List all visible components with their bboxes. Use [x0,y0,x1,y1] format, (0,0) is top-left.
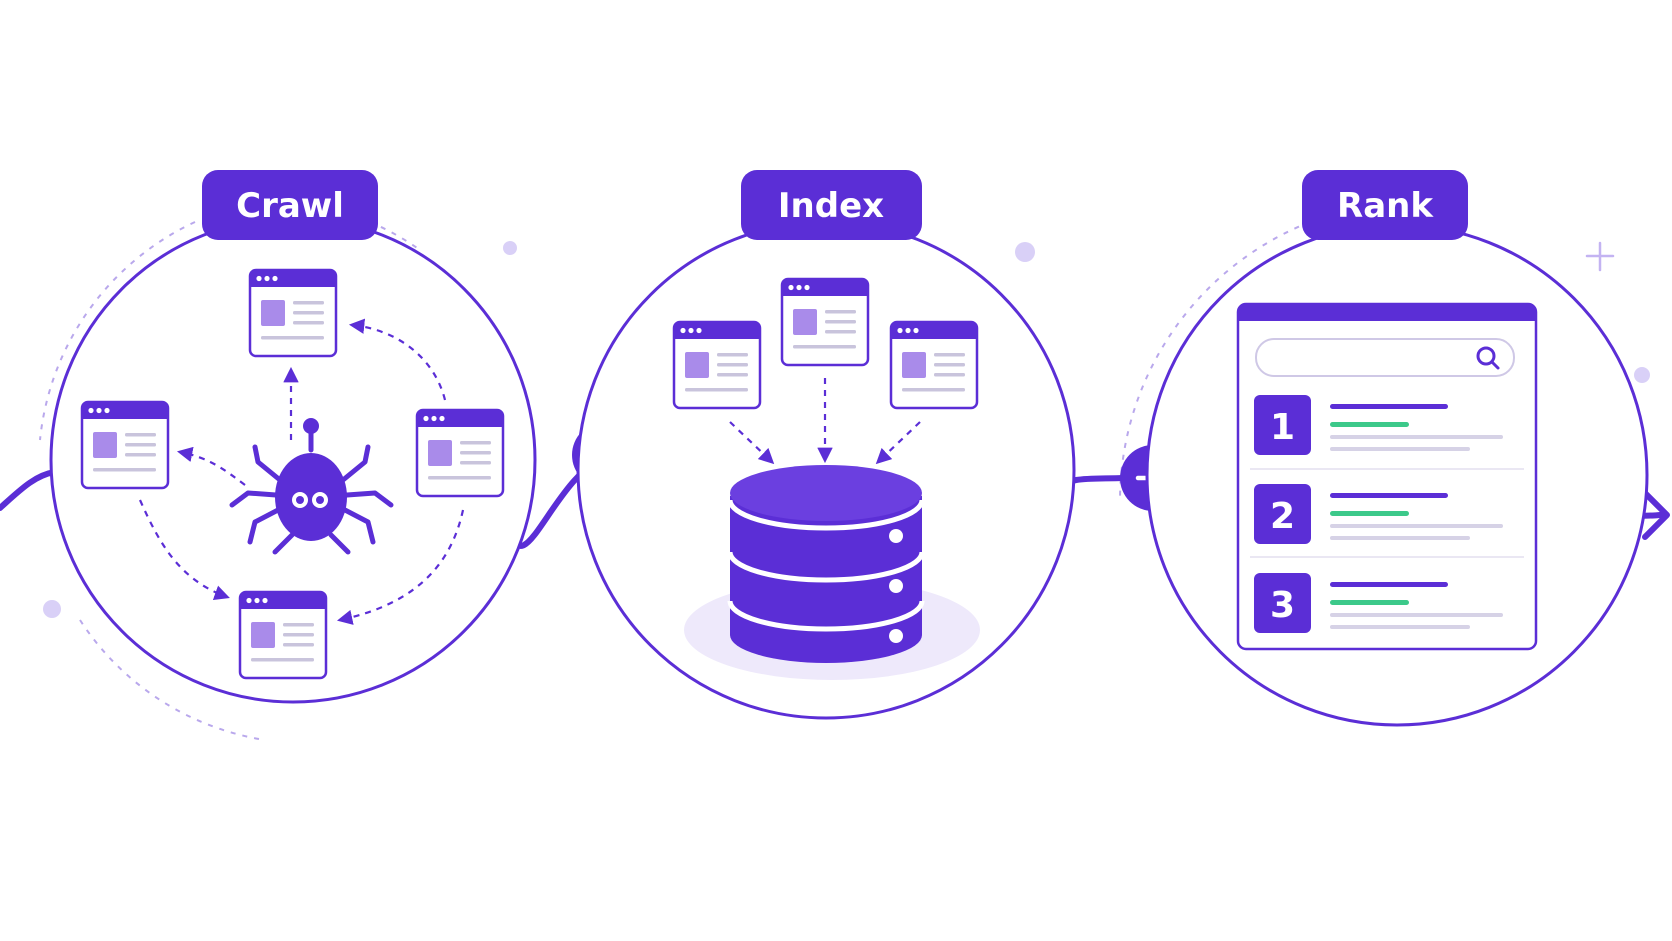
browser-window-icon [780,277,870,367]
stage-crawl: Crawl [49,170,638,704]
index-tab: Index [741,170,922,240]
database-icon [684,465,980,680]
browser-window-icon [248,268,338,358]
crawl-tab: Crawl [202,170,378,240]
browser-window-icon [889,320,979,410]
browser-window-icon [672,320,762,410]
crawl-label: Crawl [236,186,344,226]
search-results-window: 1 2 3 [1236,302,1538,651]
stage-index: Index [576,170,1186,720]
rank-label: Rank [1337,186,1434,226]
result-rank-number: 2 [1270,496,1295,537]
spider-icon [229,418,394,555]
search-input[interactable] [1255,338,1515,377]
flow-connector [0,455,1663,573]
decorative-dots [43,241,1650,618]
result-rank-number: 1 [1270,407,1295,448]
browser-window-icon [415,408,505,498]
index-dashed-arrows [729,378,921,465]
result-rank-number: 3 [1270,585,1295,626]
sparkle-icon [1585,241,1615,272]
crawl-dashed-arrows [138,318,465,625]
search-icon[interactable] [1476,346,1500,370]
result-item[interactable]: 1 [1254,395,1503,455]
browser-window-icon [80,400,170,490]
flow-end-arrow-icon [1642,490,1670,540]
result-item[interactable]: 3 [1254,573,1503,633]
index-label: Index [778,186,884,226]
result-item[interactable]: 2 [1254,484,1503,544]
browser-window-icon [238,590,328,680]
rank-tab: Rank [1302,170,1468,240]
stage-rank: Rank 1 2 [1145,170,1649,727]
